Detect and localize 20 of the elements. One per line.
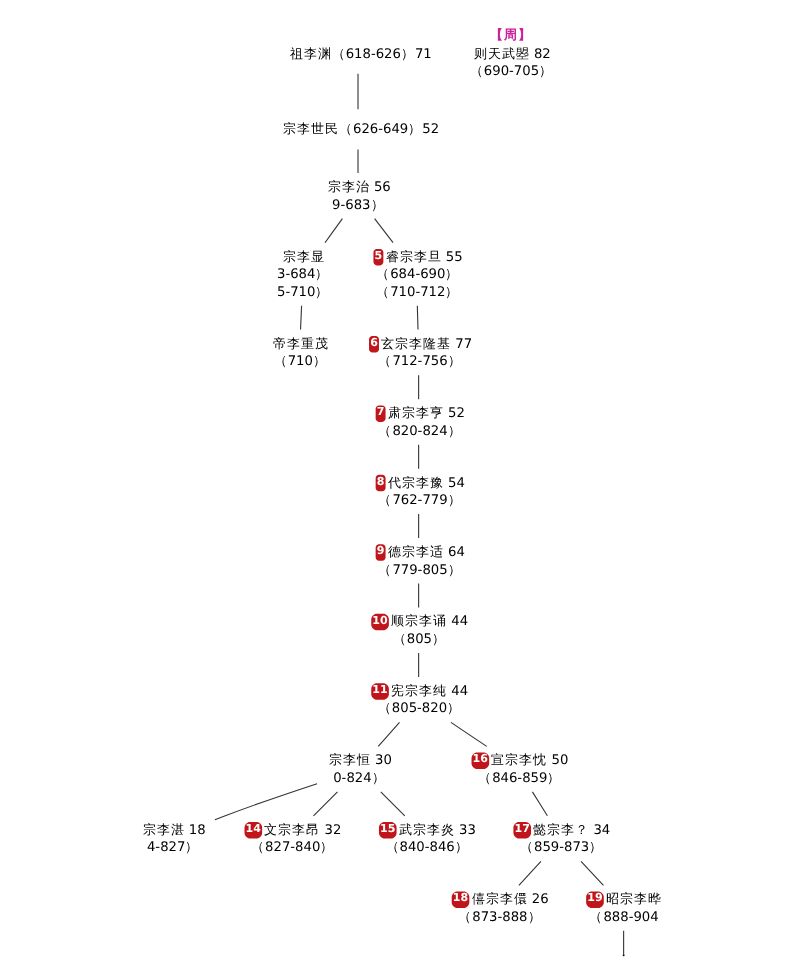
connector [323, 217, 342, 243]
connector [530, 790, 547, 816]
connector [415, 304, 418, 330]
connector [356, 147, 358, 173]
connector [417, 512, 419, 538]
connector [379, 790, 405, 816]
connector [417, 373, 419, 399]
connector [449, 720, 487, 746]
connector [579, 859, 603, 885]
connector [376, 720, 400, 746]
connector [417, 443, 419, 469]
connector [356, 72, 358, 109]
connector [299, 304, 302, 330]
connector [311, 790, 338, 816]
connector [373, 217, 393, 243]
connector [417, 582, 419, 608]
connector [417, 651, 419, 677]
connector [622, 929, 624, 955]
connector [213, 782, 317, 820]
connector [517, 859, 541, 885]
